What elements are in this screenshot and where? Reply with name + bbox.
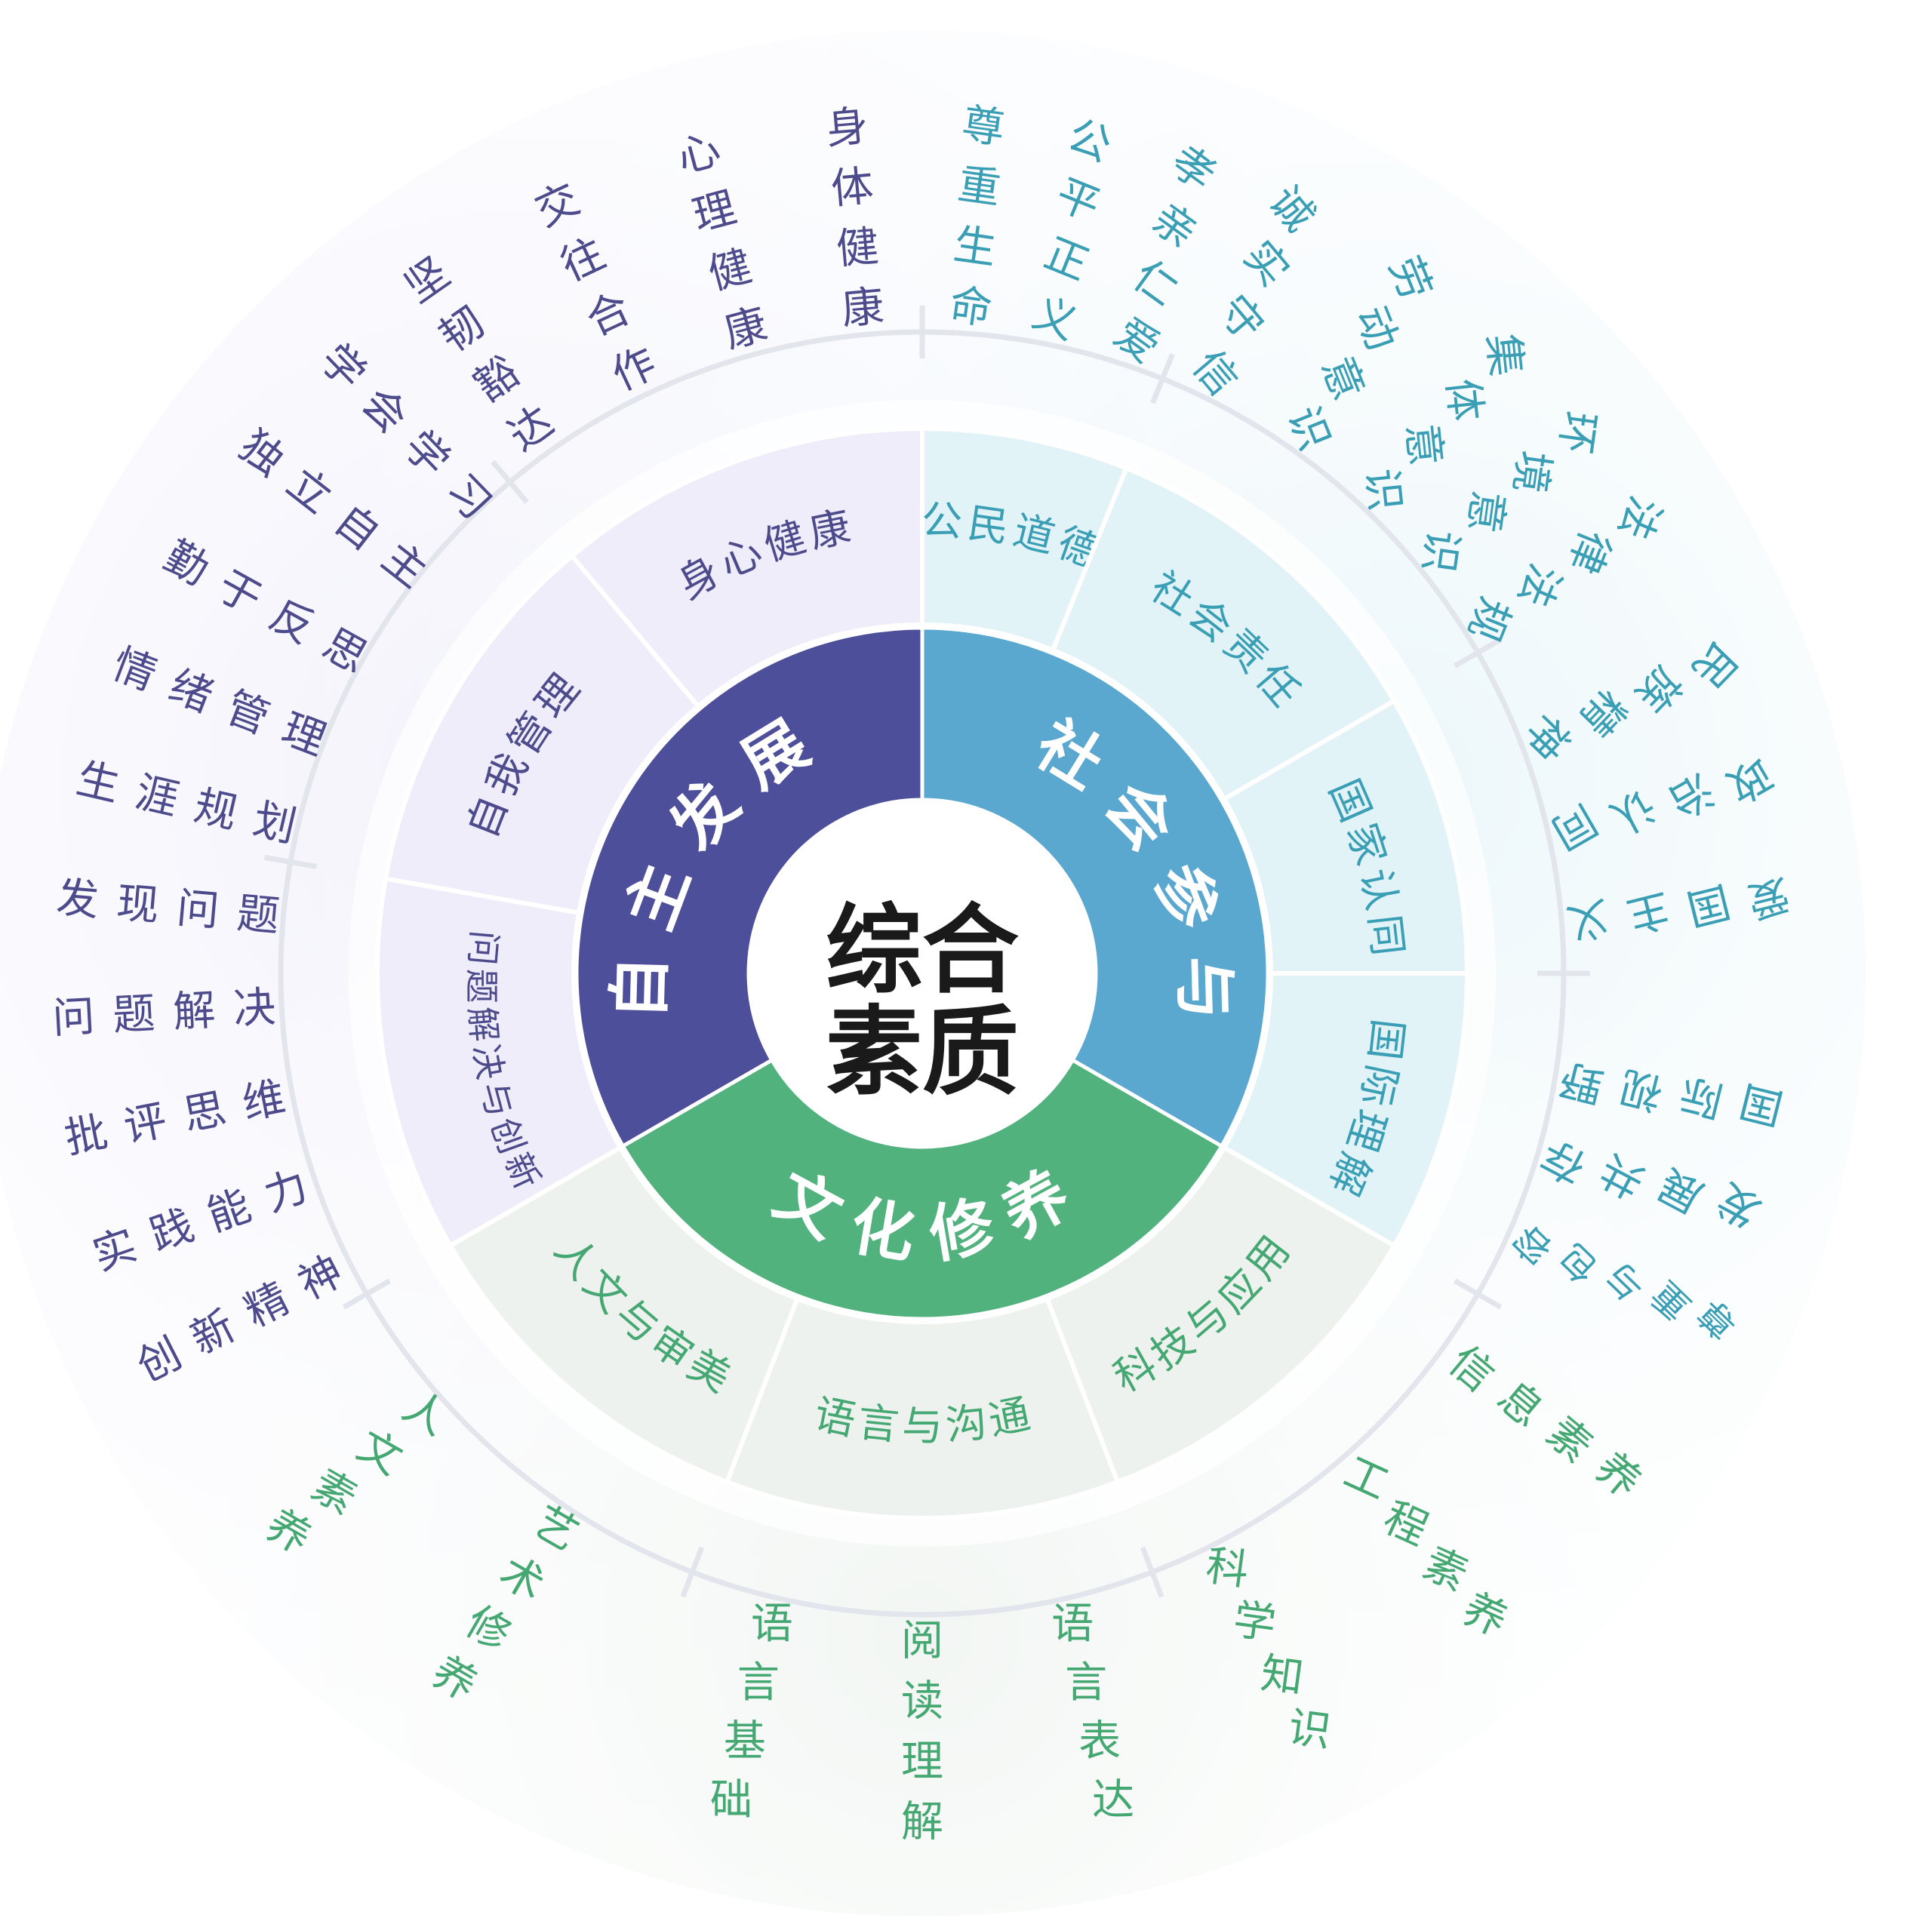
center-title-line1: 综合: [826, 895, 1019, 1007]
boundary-tick: [1454, 1278, 1503, 1310]
center-title-line2: 素质: [826, 997, 1019, 1109]
boundary-tick: [1140, 1546, 1164, 1598]
boundary-tick: [263, 854, 317, 869]
middle-ring: 身心健康自我管理问题解决与创新公民道德社会责任国家认同国际理解科技与应用语言与沟…: [375, 426, 1470, 1521]
boundary-tick: [680, 1546, 705, 1598]
inner-ring: 自主发展社会参与文化修养: [574, 626, 1270, 1321]
boundary-tick: [1150, 353, 1175, 404]
sub-dimension-segment[interactable]: [724, 1296, 1121, 1521]
center-circle: [750, 801, 1094, 1145]
boundary-tick: [342, 1278, 391, 1310]
sub-dimension-segment[interactable]: [383, 552, 702, 916]
sub-dimension-segment[interactable]: [447, 1144, 801, 1485]
boundary-tick: [1454, 637, 1503, 669]
dimension-segment[interactable]: [920, 626, 1270, 1149]
dimension-segment[interactable]: [620, 1057, 1225, 1321]
center-hub: 综合 素质: [750, 801, 1094, 1145]
boundary-tick: [491, 460, 529, 504]
dimension-segment[interactable]: [574, 626, 924, 1149]
sub-dimension-segment[interactable]: [375, 876, 623, 1249]
